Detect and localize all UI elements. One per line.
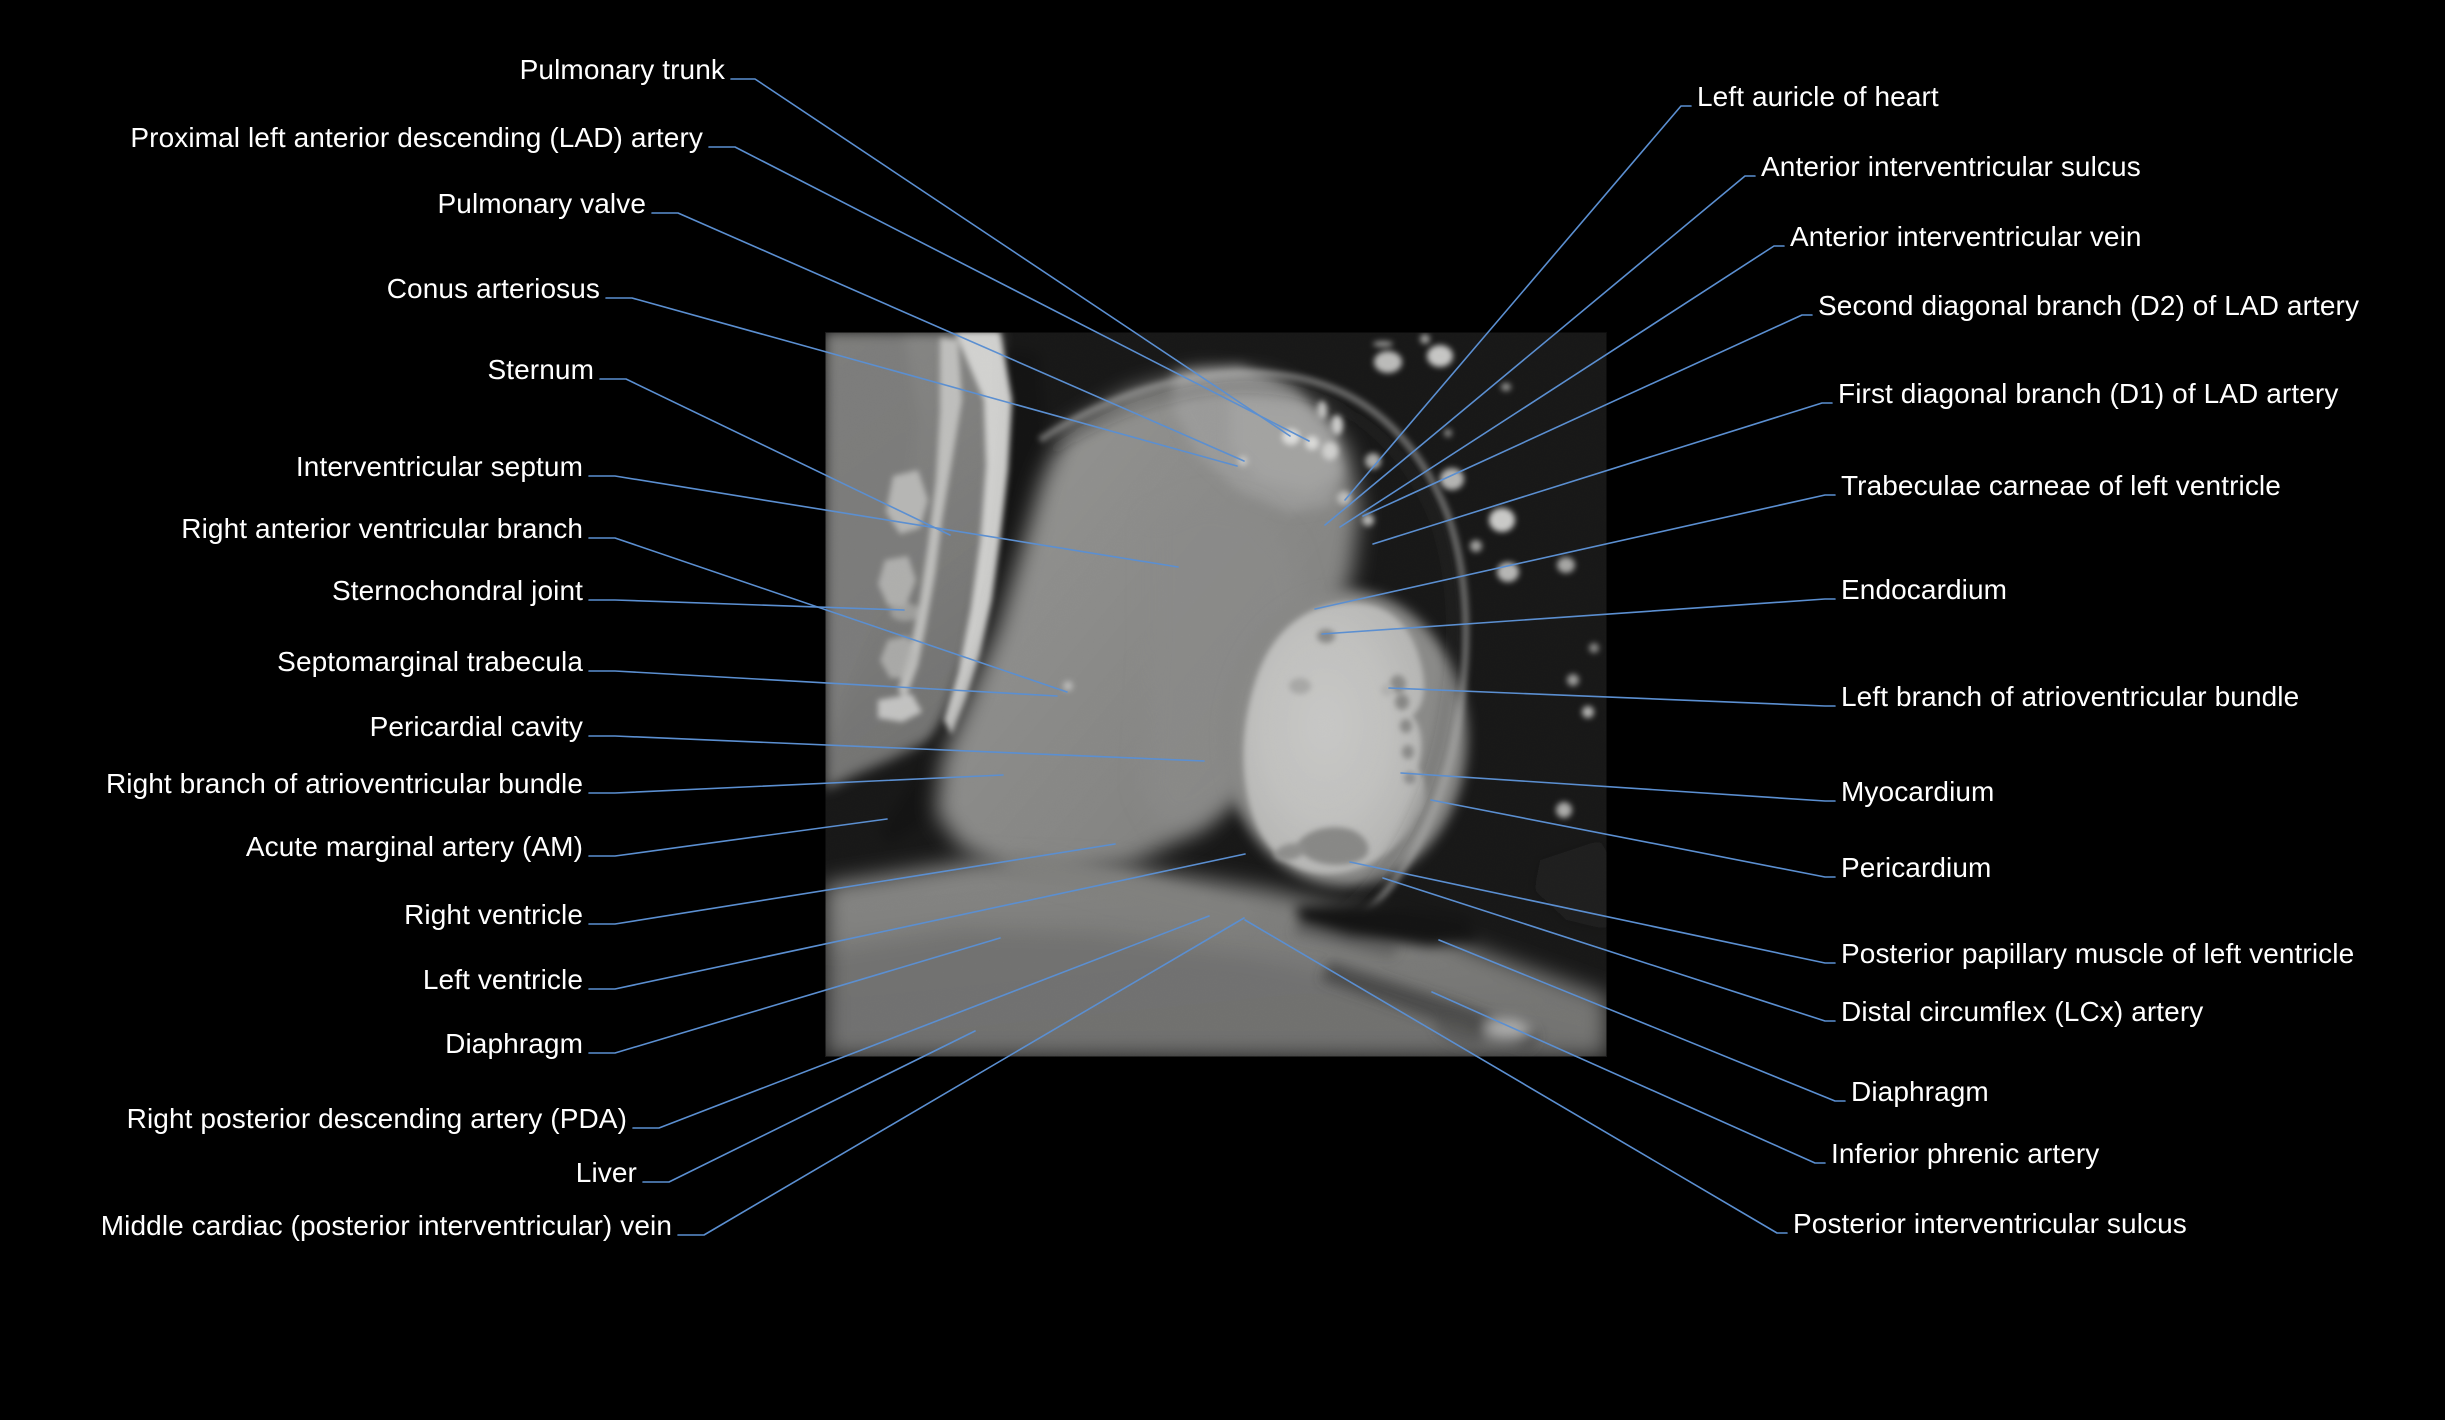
label-anterior-iv-sulcus: Anterior interventricular sulcus [1761, 151, 2141, 182]
label-pulmonary-trunk: Pulmonary trunk [519, 54, 725, 85]
ct-slice [825, 332, 1607, 1057]
leader-line-endocardium [1321, 598, 1836, 635]
leader-line-diaphragm-left [588, 937, 1001, 1054]
label-middle-cardiac-vein: Middle cardiac (posterior interventricul… [100, 1210, 672, 1241]
label-posterior-iv-sulcus: Posterior interventricular sulcus [1793, 1208, 2187, 1239]
label-conus-arteriosus: Conus arteriosus [386, 273, 600, 304]
leader-line-middle-cardiac-vein [677, 917, 1245, 1236]
leader-line-left-ventricle [588, 853, 1246, 990]
label-distal-circumflex: Distal circumflex (LCx) artery [1841, 996, 2204, 1027]
leader-line-sternochondral-joint [588, 599, 905, 611]
label-right-branch-av-bundle: Right branch of atrioventricular bundle [105, 768, 583, 799]
leader-line-myocardium [1400, 772, 1836, 802]
label-first-diagonal-d1: First diagonal branch (D1) of LAD artery [1838, 378, 2339, 409]
label-right-ventricle: Right ventricle [404, 899, 583, 930]
leader-line-right-ventricle [588, 843, 1116, 925]
ct-noise [825, 332, 1607, 1057]
leader-line-right-pda [632, 915, 1210, 1129]
leader-line-right-anterior-ventricular-branch [588, 537, 1068, 693]
label-proximal-lad: Proximal left anterior descending (LAD) … [130, 122, 703, 153]
leader-line-anterior-iv-sulcus [1324, 175, 1756, 526]
label-acute-marginal-artery: Acute marginal artery (AM) [245, 831, 583, 862]
leader-line-anterior-iv-vein [1339, 245, 1785, 528]
leader-line-first-diagonal-d1 [1372, 402, 1833, 545]
leader-line-second-diagonal-d2 [1362, 314, 1813, 517]
label-sternum: Sternum [487, 354, 594, 385]
leader-line-posterior-iv-sulcus [1244, 919, 1788, 1234]
label-left-branch-av-bundle: Left branch of atrioventricular bundle [1841, 681, 2300, 712]
leader-line-diaphragm-right [1438, 939, 1846, 1102]
label-diaphragm-right: Diaphragm [1851, 1076, 1989, 1107]
label-sternochondral-joint: Sternochondral joint [331, 575, 583, 606]
leader-line-septomarginal-trabecula [588, 670, 1058, 697]
label-septomarginal-trabecula: Septomarginal trabecula [277, 646, 583, 677]
label-inferior-phrenic-artery: Inferior phrenic artery [1831, 1138, 2100, 1169]
leader-line-proximal-lad [708, 146, 1310, 442]
leader-line-left-auricle [1344, 105, 1692, 501]
label-anterior-iv-vein: Anterior interventricular vein [1790, 221, 2142, 252]
leader-line-pulmonary-valve [651, 212, 1245, 462]
leader-line-posterior-papillary-muscle [1349, 861, 1836, 964]
label-pulmonary-valve: Pulmonary valve [437, 188, 646, 219]
label-right-anterior-ventricular-branch: Right anterior ventricular branch [181, 513, 583, 544]
label-interventricular-septum: Interventricular septum [295, 451, 583, 482]
leader-line-trabeculae-carneae [1314, 494, 1836, 610]
leader-line-conus-arteriosus [605, 297, 1238, 467]
label-myocardium: Myocardium [1841, 776, 1995, 807]
leader-line-pericardium [1430, 799, 1836, 878]
leader-line-inferior-phrenic-artery [1431, 991, 1826, 1164]
leader-line-pericardial-cavity [588, 735, 1205, 762]
leader-line-pulmonary-trunk [730, 78, 1291, 437]
label-diaphragm-left: Diaphragm [445, 1028, 583, 1059]
label-pericardial-cavity: Pericardial cavity [369, 711, 583, 742]
label-endocardium: Endocardium [1841, 574, 2008, 605]
label-trabeculae-carneae: Trabeculae carneae of left ventricle [1841, 470, 2281, 501]
leader-line-liver [642, 1030, 976, 1183]
leader-line-right-branch-av-bundle [588, 774, 1004, 794]
label-pericardium: Pericardium [1841, 852, 1992, 883]
label-posterior-papillary-muscle: Posterior papillary muscle of left ventr… [1841, 938, 2355, 969]
leader-line-acute-marginal-artery [588, 818, 888, 857]
label-right-pda: Right posterior descending artery (PDA) [126, 1103, 627, 1134]
label-liver: Liver [575, 1157, 637, 1188]
leader-line-left-branch-av-bundle [1388, 687, 1836, 707]
label-second-diagonal-d2: Second diagonal branch (D2) of LAD arter… [1818, 290, 2360, 321]
leader-line-sternum [599, 378, 951, 536]
leader-line-distal-circumflex [1382, 877, 1836, 1022]
leader-line-interventricular-septum [588, 475, 1179, 568]
label-left-auricle: Left auricle of heart [1697, 81, 1939, 112]
label-left-ventricle: Left ventricle [422, 964, 583, 995]
